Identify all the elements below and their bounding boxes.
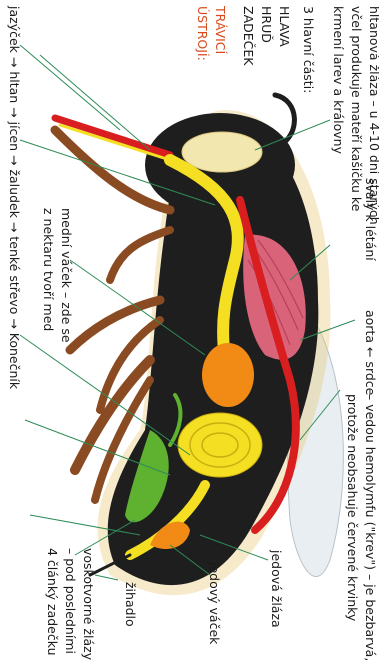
label-hlava: HLAVA <box>277 6 292 47</box>
label-voskotvorne-1: voskotvorné žlázy <box>81 548 96 660</box>
hypopharyngeal-gland <box>182 132 262 172</box>
label-hrud: HRUĎ <box>259 6 274 43</box>
label-digestive-chain: jazýček → hltan → jícen → žaludek → tenk… <box>7 5 22 390</box>
label-hemolymfa-2: protože neobsahuje červené krvinky <box>345 394 360 622</box>
bee-illustration <box>55 95 343 595</box>
label-jedovy-vacek: jedový váček <box>207 561 222 645</box>
label-medni-vacek-1: mední váček – zde se <box>59 208 74 343</box>
label-hltanova-zlaza-3: krmení larev a královny <box>331 6 346 155</box>
middle-leg <box>70 300 160 350</box>
label-svaly: svaly k létání <box>363 178 378 261</box>
label-zadecek: ZADEČEK <box>241 6 256 66</box>
label-aorta-srdce: aorta ← srdce <box>363 310 378 396</box>
label-3-parts: 3 hlavní části: <box>301 6 316 93</box>
line-jazycek <box>20 45 120 130</box>
label-hemolymfa-1: – vedou hemolymfu ("krev") – je bezbarvá… <box>363 394 378 660</box>
label-zihadlo: žihadlo <box>123 582 138 627</box>
honey-sac <box>202 343 254 407</box>
label-ustroji: ÚSTROJÍ: <box>195 6 210 61</box>
label-jedova-zlaza: jedová žláza <box>269 549 284 628</box>
label-travici: TRÁVICÍ <box>213 5 228 55</box>
label-voskotvorne-2: – pod posledními <box>63 548 78 654</box>
label-hltanova-zlaza-2: včel produkuje mateří kašičku ke <box>349 6 364 212</box>
label-medni-vacek-2: z nektaru tvoří med <box>41 208 56 331</box>
label-voskotvorne-3: 4 článký zadečku <box>45 548 60 656</box>
